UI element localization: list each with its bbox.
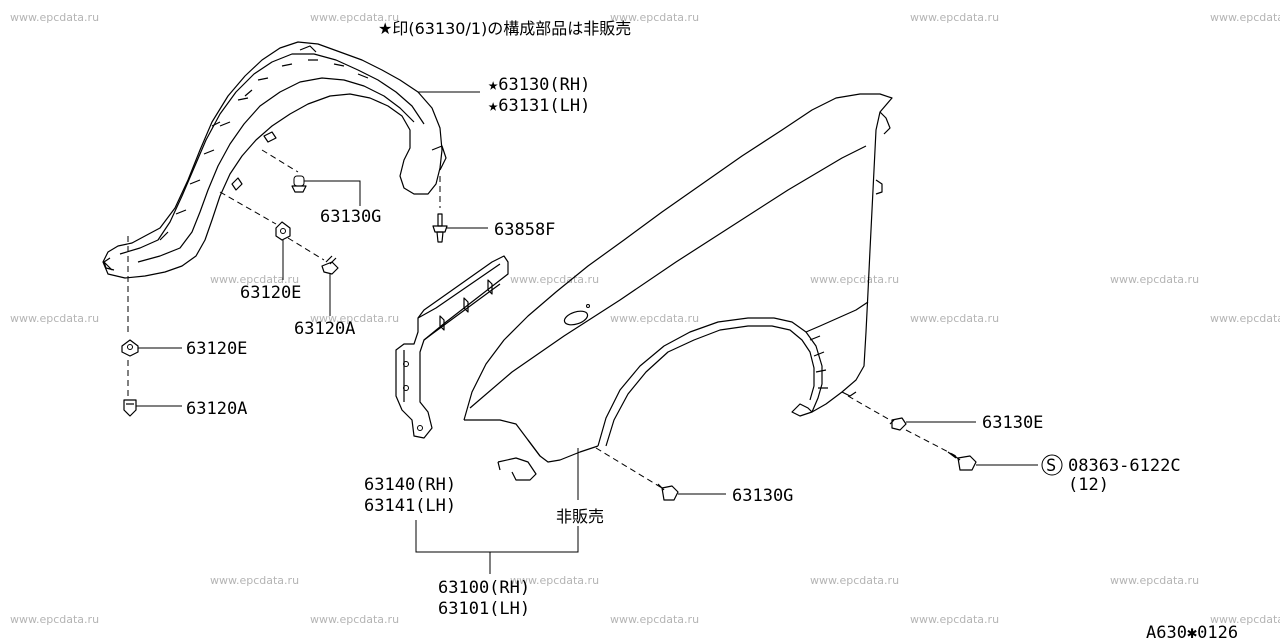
- watermark-text: www.epcdata.ru: [810, 574, 899, 587]
- screw-63120a-mid: [321, 255, 339, 275]
- watermark-text: www.epcdata.ru: [1210, 11, 1280, 24]
- bolt-s-symbol: [1041, 454, 1063, 476]
- bolt-s-letter: S: [1046, 456, 1056, 476]
- bolt-08363-6122c: [947, 451, 977, 471]
- watermark-text: www.epcdata.ru: [210, 273, 299, 286]
- clip-63130g-bottom: [657, 483, 679, 501]
- clip-63130e: [889, 417, 907, 431]
- label-63130g-bottom: 63130G: [732, 486, 793, 506]
- label-63141-lh: 63141(LH): [364, 496, 456, 516]
- screw-63120a-left: [123, 399, 137, 417]
- watermark-text: www.epcdata.ru: [1110, 574, 1199, 587]
- watermark-text: www.epcdata.ru: [910, 11, 999, 24]
- clip-63130g-top: [291, 175, 307, 193]
- label-63131-lh: ★63131(LH): [488, 96, 590, 116]
- watermark-text: www.epcdata.ru: [1210, 613, 1280, 626]
- watermark-text: www.epcdata.ru: [810, 273, 899, 286]
- label-63130g-top: 63130G: [320, 207, 381, 227]
- clip-63120e-left: [121, 339, 139, 357]
- watermark-text: www.epcdata.ru: [310, 613, 399, 626]
- fender-bracket-drawing: [395, 255, 509, 439]
- label-63140-rh: 63140(RH): [364, 475, 456, 495]
- label-63120e-mid: 63120E: [240, 283, 301, 303]
- label-63120a-left: 63120A: [186, 399, 247, 419]
- label-63130-rh: ★63130(RH): [488, 75, 590, 95]
- watermark-text: www.epcdata.ru: [610, 312, 699, 325]
- watermark-text: www.epcdata.ru: [310, 312, 399, 325]
- clip-63858f: [432, 213, 448, 243]
- label-63101-lh: 63101(LH): [438, 599, 530, 619]
- watermark-text: www.epcdata.ru: [510, 574, 599, 587]
- label-63130e: 63130E: [982, 413, 1043, 433]
- label-63858f: 63858F: [494, 220, 555, 240]
- watermark-text: www.epcdata.ru: [1110, 273, 1199, 286]
- watermark-text: www.epcdata.ru: [510, 273, 599, 286]
- label-08363-6122c: 08363-6122C: [1068, 456, 1181, 476]
- watermark-text: www.epcdata.ru: [210, 574, 299, 587]
- watermark-text: www.epcdata.ru: [10, 613, 99, 626]
- front-fender-drawing: [463, 93, 893, 481]
- label-not-sold: 非販売: [556, 507, 604, 526]
- clip-63120e-mid: [275, 221, 291, 241]
- watermark-text: www.epcdata.ru: [910, 312, 999, 325]
- label-63100-rh: 63100(RH): [438, 578, 530, 598]
- watermark-text: www.epcdata.ru: [910, 613, 999, 626]
- watermark-text: www.epcdata.ru: [610, 11, 699, 24]
- header-note: ★印(63130/1)の構成部品は非販売: [378, 19, 631, 38]
- watermark-text: www.epcdata.ru: [10, 11, 99, 24]
- fender-protector-drawing: [102, 41, 447, 279]
- label-bolt-qty: (12): [1068, 475, 1109, 495]
- watermark-text: www.epcdata.ru: [1210, 312, 1280, 325]
- diagram-code: A630✱0126: [1146, 623, 1238, 640]
- label-63120e-left: 63120E: [186, 339, 247, 359]
- watermark-text: www.epcdata.ru: [610, 613, 699, 626]
- watermark-text: www.epcdata.ru: [310, 11, 399, 24]
- watermark-text: www.epcdata.ru: [10, 312, 99, 325]
- watermark-layer: www.epcdata.ru www.epcdata.ru www.epcdata.…: [10, 11, 1280, 626]
- label-63120a-mid: 63120A: [294, 319, 355, 339]
